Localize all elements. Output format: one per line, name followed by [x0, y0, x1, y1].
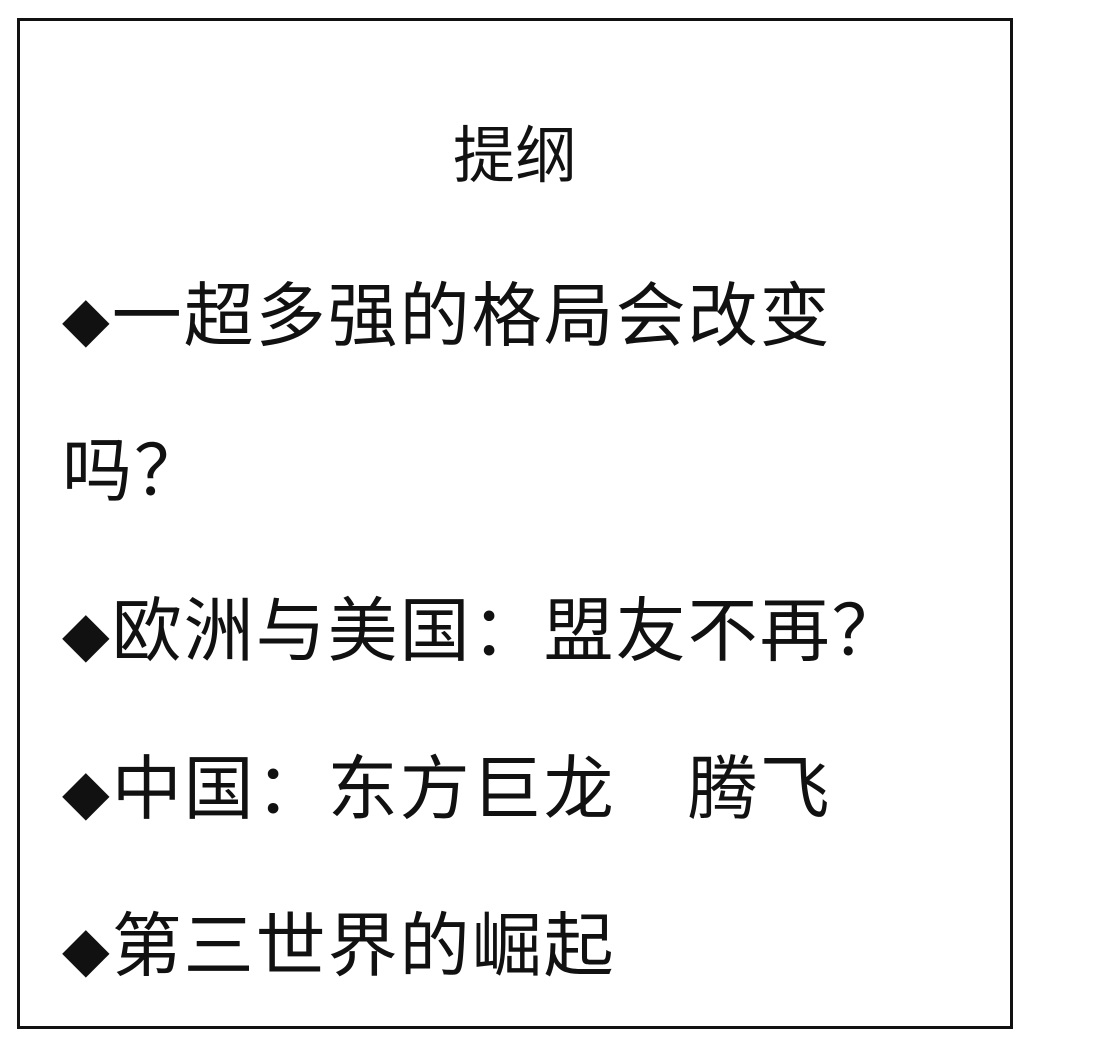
outline-item: ◆第三世界的崛起	[62, 906, 616, 989]
outline-frame: 提纲 ◆一超多强的格局会改变 吗？ ◆欧洲与美国：盟友不再？ ◆中国：东方巨龙 …	[17, 18, 1013, 1029]
diamond-bullet-icon: ◆	[62, 597, 112, 670]
diamond-bullet-icon: ◆	[62, 282, 112, 355]
outline-item-continuation: 吗？	[62, 431, 206, 511]
outline-title: 提纲	[452, 119, 577, 192]
outline-item-text: 吗？	[62, 430, 206, 512]
outline-item: ◆中国：东方巨龙 腾飞	[62, 749, 832, 832]
outline-item-text: 欧洲与美国：盟友不再？	[111, 590, 904, 672]
outline-item-text: 一超多强的格局会改变	[111, 275, 832, 357]
diamond-bullet-icon: ◆	[62, 755, 112, 828]
diamond-bullet-icon: ◆	[62, 912, 112, 985]
outline-item: ◆一超多强的格局会改变	[62, 276, 832, 359]
outline-item-text: 中国：东方巨龙 腾飞	[111, 748, 832, 830]
outline-item-text: 第三世界的崛起	[111, 905, 616, 987]
outline-item: ◆欧洲与美国：盟友不再？	[62, 591, 904, 674]
